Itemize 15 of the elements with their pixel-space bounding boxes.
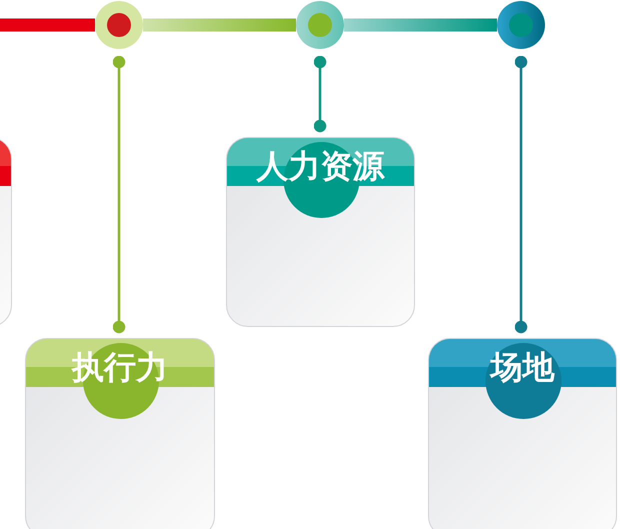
connector-line [112, 56, 126, 334]
timeline-node [296, 1, 344, 49]
card [25, 338, 215, 529]
card-title: 执行力 [70, 347, 169, 387]
timeline-bar [344, 18, 497, 32]
connector-line [314, 56, 326, 132]
card [226, 137, 415, 327]
card [428, 338, 617, 529]
connector-line [514, 56, 528, 334]
card-title: 场地 [488, 347, 556, 387]
timeline-bar [0, 18, 95, 32]
timeline-node [95, 1, 143, 49]
timeline-bar [143, 18, 296, 32]
card-title: 人力资源 [255, 146, 386, 186]
timeline-node [497, 1, 545, 49]
